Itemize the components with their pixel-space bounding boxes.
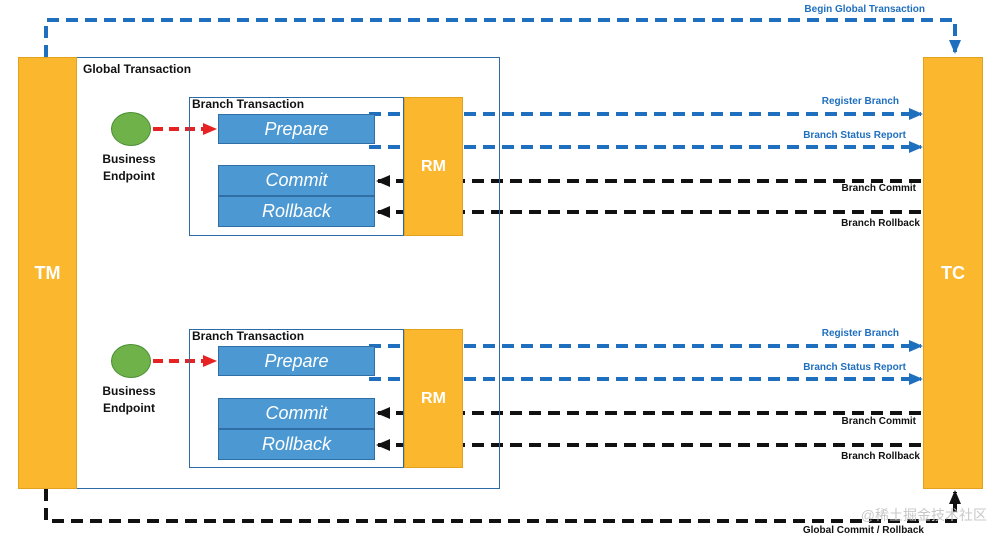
register-branch-label: Register Branch bbox=[821, 96, 899, 107]
global-transaction-title: Global Transaction bbox=[83, 62, 192, 76]
watermark: @稀土掘金技术社区 bbox=[860, 507, 987, 523]
business-endpoint-line-1: Business bbox=[102, 384, 156, 398]
branch-commit-label: Branch Commit bbox=[841, 416, 916, 427]
business-endpoint-line-2: Endpoint bbox=[103, 401, 155, 415]
global-commit-rollback-label: Global Commit / Rollback bbox=[802, 525, 924, 536]
rm-box: RM bbox=[404, 329, 463, 468]
branch-rollback-label: Branch Rollback bbox=[841, 451, 920, 462]
branch-transaction-title: Branch Transaction bbox=[192, 329, 305, 343]
branch-rollback-label: Branch Rollback bbox=[841, 218, 920, 229]
branch-status-report-label: Branch Status Report bbox=[803, 362, 906, 373]
prepare-phase: Prepare bbox=[218, 114, 375, 144]
tc-bar: TC bbox=[923, 57, 983, 489]
tm-label: TM bbox=[34, 262, 61, 283]
global-commit-rollback-arrow bbox=[44, 489, 961, 523]
commit-phase: Commit bbox=[218, 165, 375, 196]
business-endpoint-node bbox=[111, 112, 151, 146]
tc-label: TC bbox=[941, 262, 965, 283]
rm-box: RM bbox=[404, 97, 463, 236]
branch-commit-label: Branch Commit bbox=[841, 183, 916, 194]
business-endpoint-line-2: Endpoint bbox=[103, 169, 155, 183]
commit-phase: Commit bbox=[218, 398, 375, 429]
rollback-phase: Rollback bbox=[218, 196, 375, 227]
branch-status-report-label: Branch Status Report bbox=[803, 130, 906, 141]
branch-transaction-title: Branch Transaction bbox=[192, 97, 305, 111]
prepare-phase: Prepare bbox=[218, 346, 375, 376]
register-branch-label: Register Branch bbox=[821, 328, 899, 339]
begin-global-arrow bbox=[44, 18, 961, 57]
begin-global-transaction-label: Begin Global Transaction bbox=[804, 4, 925, 15]
business-endpoint-label: Business Endpoint bbox=[89, 151, 169, 185]
business-endpoint-node bbox=[111, 344, 151, 378]
business-endpoint-line-1: Business bbox=[102, 152, 156, 166]
tm-bar: TM bbox=[18, 57, 77, 489]
rollback-phase: Rollback bbox=[218, 429, 375, 460]
branch-transaction-box bbox=[189, 329, 404, 468]
branch-transaction-box bbox=[189, 97, 404, 236]
business-endpoint-label: Business Endpoint bbox=[89, 383, 169, 417]
